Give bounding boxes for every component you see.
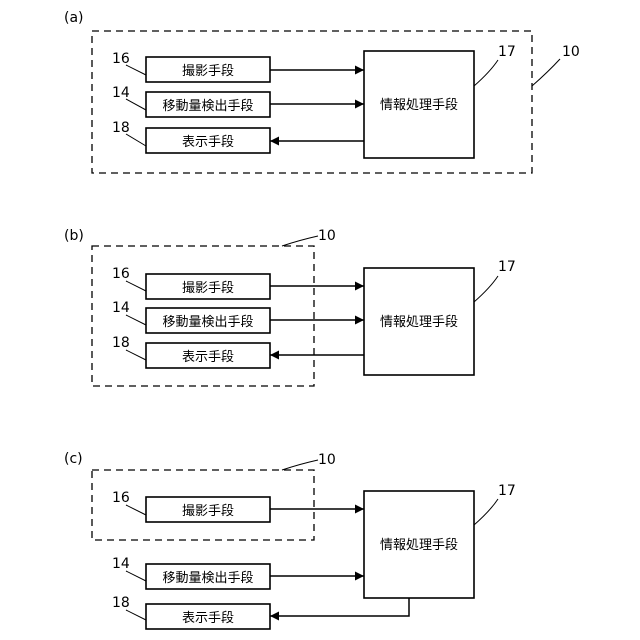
panel-c-device-leader [282,460,318,470]
panel-a-processor-leader [474,60,498,86]
panel-c-tag: (c) [64,451,83,467]
panel-c-processor-label: 情報処理手段 [380,538,458,553]
panel-a-camera-leader [126,65,146,75]
panel-b-display-ref: 18 [112,335,130,351]
panel-a-camera-ref: 16 [112,51,130,67]
panel-b-processor-label: 情報処理手段 [380,315,458,330]
panel-c-motion-label: 移動量検出手段 [162,571,253,586]
panel-a-display-ref: 18 [112,120,130,136]
panel-c: (c) 10 撮影手段 16 移動量検出手段 14 表示手段 18 情報処理手段… [64,451,516,629]
panel-a: (a) 10 撮影手段 16 移動量検出手段 14 表示手段 18 情報処理手段… [64,10,580,173]
panel-c-device-ref: 10 [318,452,336,468]
panel-c-processor-ref: 17 [498,483,516,499]
panel-c-display-ref: 18 [112,595,130,611]
panel-b-display-leader [126,350,146,360]
panel-a-camera-label: 撮影手段 [182,63,234,79]
panel-a-display-label: 表示手段 [182,135,234,150]
panel-c-camera-label: 撮影手段 [182,503,234,519]
panel-b-motion-label: 移動量検出手段 [162,315,253,330]
panel-c-motion-ref: 14 [112,556,130,572]
panel-a-processor-ref: 17 [498,44,516,60]
panel-a-device-ref: 10 [562,44,580,60]
panel-b-processor-ref: 17 [498,259,516,275]
panel-b-motion-ref: 14 [112,300,130,316]
panel-b-motion-leader [126,315,146,325]
panel-b: (b) 10 撮影手段 16 移動量検出手段 14 表示手段 18 情報処理手段… [64,228,516,386]
panel-b-camera-ref: 16 [112,266,130,282]
panel-c-processor-to-display-arrow [270,598,409,616]
panel-c-display-leader [126,610,146,620]
panel-b-display-label: 表示手段 [182,350,234,365]
panel-a-motion-leader [126,99,146,110]
panel-b-device-leader [282,236,318,246]
panel-a-processor-label: 情報処理手段 [380,98,458,113]
panel-a-display-leader [126,134,146,146]
panel-c-camera-ref: 16 [112,490,130,506]
panel-a-tag: (a) [64,10,84,26]
panel-c-camera-leader [126,505,146,515]
panel-a-device-leader [532,59,560,86]
panel-b-device-ref: 10 [318,228,336,244]
panel-c-motion-leader [126,571,146,581]
panel-b-camera-label: 撮影手段 [182,280,234,296]
panel-b-camera-leader [126,281,146,291]
panel-c-processor-leader [474,499,498,525]
panel-a-motion-ref: 14 [112,85,130,101]
panel-a-motion-label: 移動量検出手段 [162,99,253,114]
panel-b-tag: (b) [64,228,84,244]
panel-c-display-label: 表示手段 [182,611,234,626]
panel-b-processor-leader [474,276,498,302]
